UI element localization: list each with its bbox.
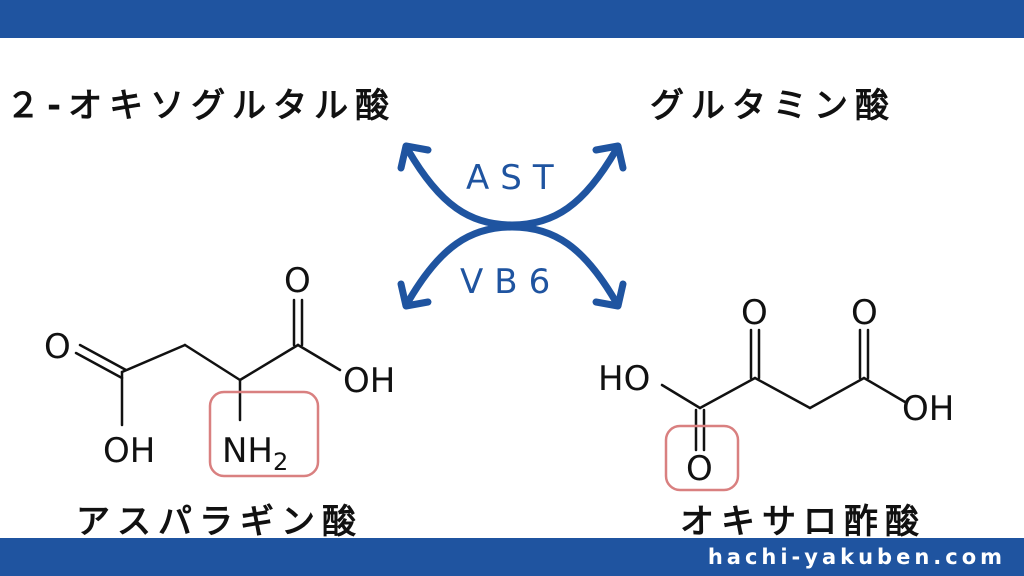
enzyme-label-vb6: VB6 [460, 262, 562, 302]
arrow-curve-lower [404, 223, 620, 306]
oxaloacetate-carbonyl-o-left: O [686, 449, 713, 489]
arrow-curve-upper [404, 146, 620, 229]
aspartate-hydroxyl-left: OH [103, 431, 155, 471]
oxaloacetate-hydroxyl-left: HO [598, 359, 650, 399]
oxaloacetate-ketone-o: O [741, 293, 768, 333]
label-2-oxoglutarate: ２-オキソグルタル酸 [6, 86, 397, 126]
arrowhead-top-left [397, 142, 432, 172]
aspartate-hydroxyl-right: OH [343, 361, 395, 401]
arrowhead-top-right [592, 142, 627, 172]
label-aspartate: アスパラギン酸 [76, 502, 363, 542]
oxaloacetate-structure: HO O O OH O [598, 293, 954, 492]
aspartate-amino: NH2 [222, 431, 288, 476]
enzyme-label-ast: AST [466, 158, 565, 198]
oxaloacetate-carbonyl-o-right: O [851, 293, 878, 333]
aspartate-structure: O OH O OH NH2 [44, 261, 395, 478]
bottom-banner [0, 538, 1024, 576]
top-banner [0, 0, 1024, 38]
oxaloacetate-hydroxyl-right: OH [902, 389, 954, 429]
keto-oxygen-highlight [664, 424, 740, 492]
aspartate-carbonyl-o-right: O [284, 261, 311, 301]
label-glutamate: グルタミン酸 [650, 86, 896, 126]
label-oxaloacetate: オキサロ酢酸 [680, 502, 926, 542]
arrowhead-bottom-right [592, 280, 627, 310]
arrowhead-bottom-left [397, 280, 432, 310]
reaction-arrows [397, 142, 627, 310]
aspartate-carbonyl-o-left: O [44, 327, 71, 367]
amino-group-highlight [208, 390, 320, 478]
site-url: hachi-yakuben.com [707, 545, 1006, 569]
